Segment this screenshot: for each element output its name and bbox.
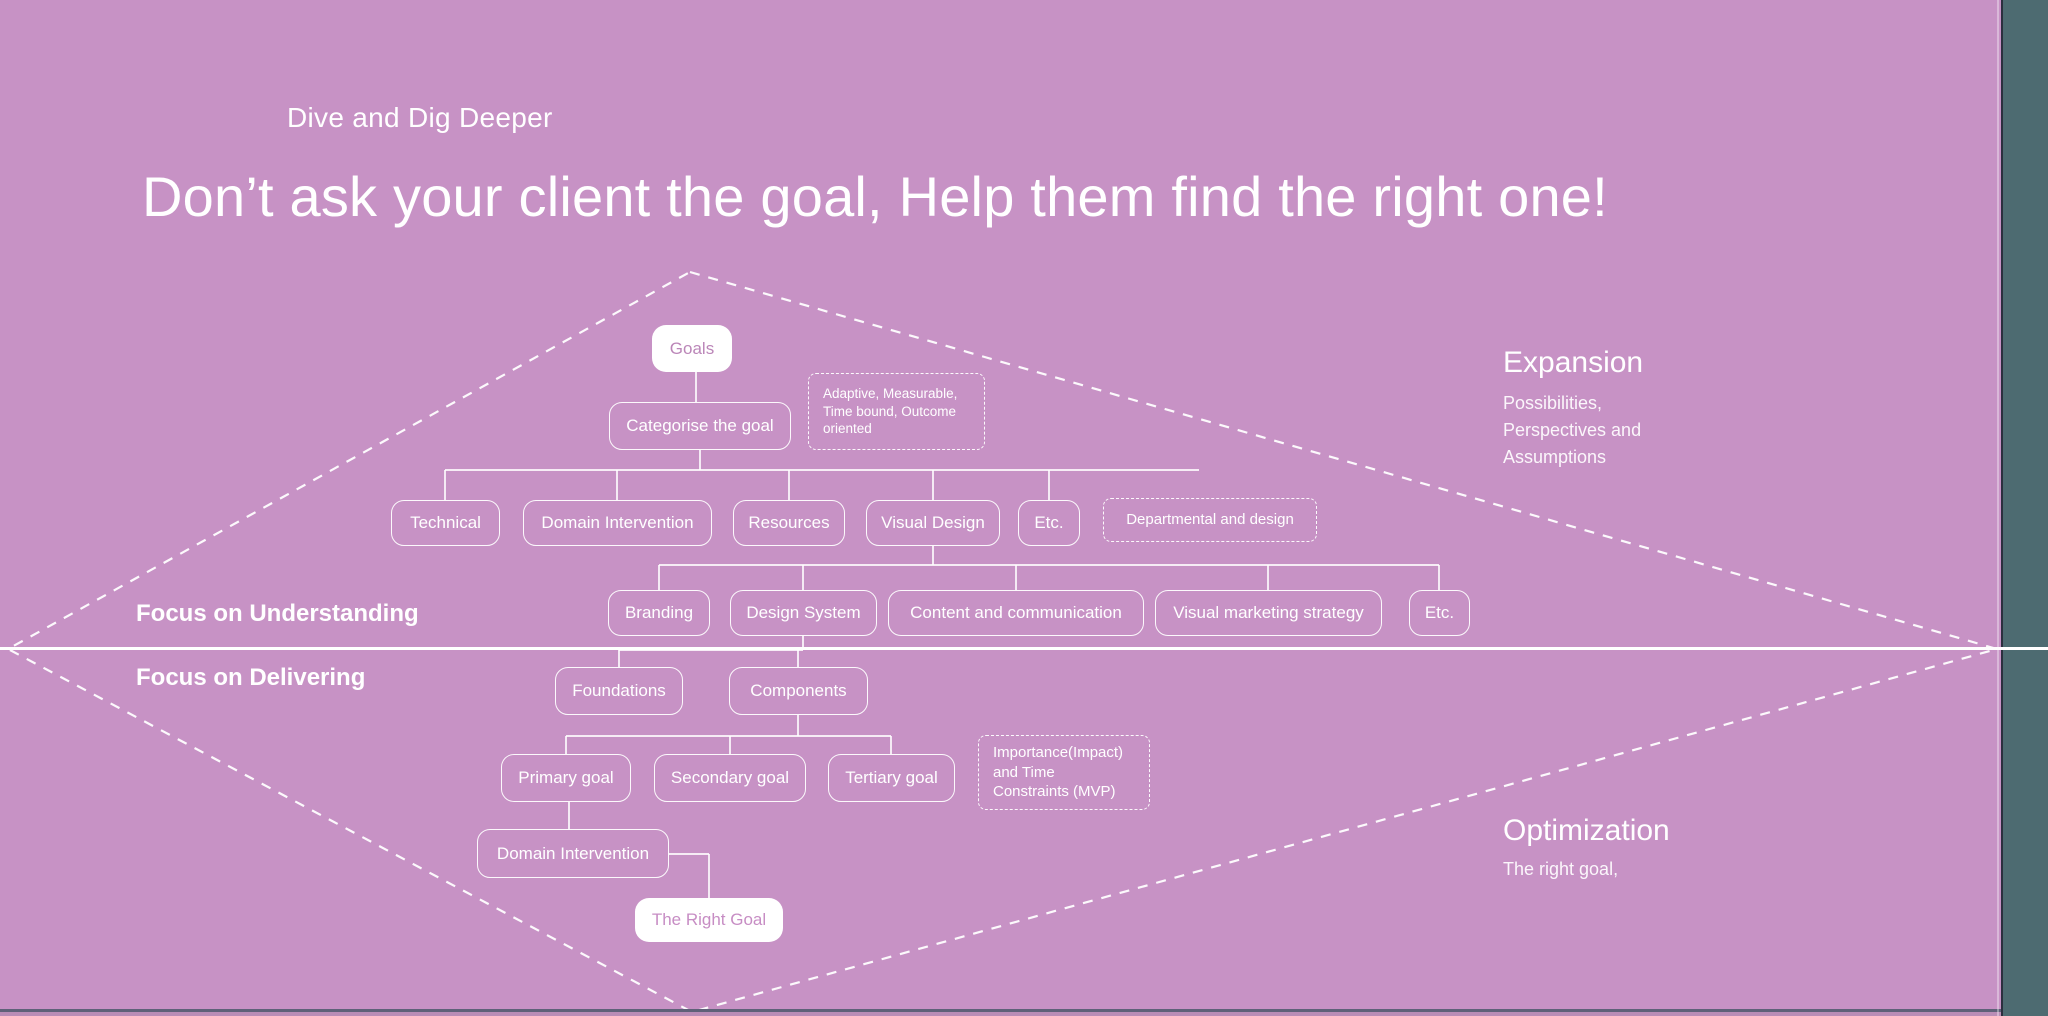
title-eyebrow: Dive and Dig Deeper <box>287 102 553 133</box>
side-panel <box>2001 0 2048 1016</box>
slide-title: Don’t ask your client the goal, Help the… <box>142 165 1608 228</box>
expansion-subtitle: Possibilities, Perspectives and Assumpti… <box>1503 393 1642 467</box>
node-smart-note: Adaptive, Measurable, Time bound, Outcom… <box>808 373 985 450</box>
bottom-edge-line <box>0 1009 2001 1012</box>
node-etc-upper: Etc. <box>1018 500 1080 546</box>
node-mvp-note: Importance(Impact) and Time Constraints … <box>978 735 1150 810</box>
node-the-right-goal: The Right Goal <box>635 898 783 942</box>
node-visual-design: Visual Design <box>866 500 1000 546</box>
divider-line <box>0 647 2048 650</box>
node-departmental-note: Departmental and design <box>1103 498 1317 542</box>
node-etc-lower: Etc. <box>1409 590 1470 636</box>
focus-delivering-label: Focus on Delivering <box>136 664 366 691</box>
node-foundations: Foundations <box>555 667 683 715</box>
node-components: Components <box>729 667 868 715</box>
node-primary-goal: Primary goal <box>501 754 631 802</box>
panel-edge-highlight <box>1997 0 1999 1016</box>
bottom-edge-band <box>0 1012 2001 1016</box>
focus-understanding-label: Focus on Understanding <box>136 600 419 627</box>
node-technical: Technical <box>391 500 500 546</box>
node-content-and-communication: Content and communication <box>888 590 1144 636</box>
node-domain-intervention-upper: Domain Intervention <box>523 500 712 546</box>
node-tertiary-goal: Tertiary goal <box>828 754 955 802</box>
node-secondary-goal: Secondary goal <box>654 754 806 802</box>
diamond-outline <box>5 270 2002 1014</box>
node-design-system: Design System <box>730 590 877 636</box>
node-domain-intervention-lower: Domain Intervention <box>477 829 669 878</box>
optimization-subtitle: The right goal, <box>1503 859 1619 879</box>
node-goals: Goals <box>652 325 732 372</box>
node-categorise-the-goal: Categorise the goal <box>609 402 791 450</box>
node-branding: Branding <box>608 590 710 636</box>
tree-connectors <box>444 372 1440 898</box>
node-visual-marketing-strategy: Visual marketing strategy <box>1155 590 1382 636</box>
expansion-title: Expansion <box>1503 346 1644 379</box>
node-resources: Resources <box>733 500 845 546</box>
optimization-title: Optimization <box>1503 814 1670 847</box>
